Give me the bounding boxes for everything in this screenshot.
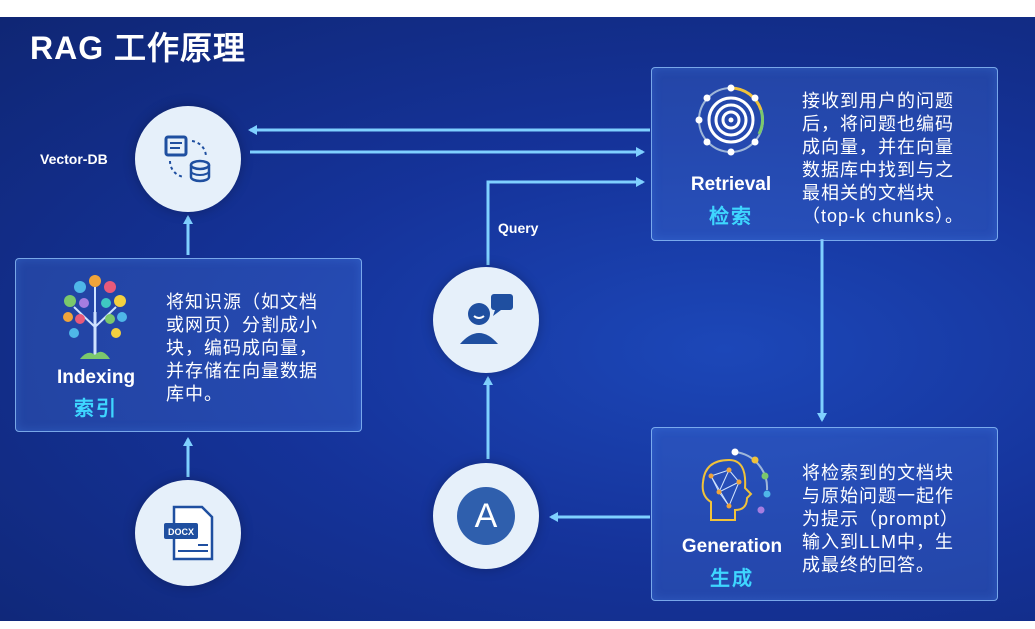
retrieval-description: 接收到用户的问题 后，将问题也编码 成向量，并在向量 数据库中找到与之 最相关的…	[802, 90, 992, 228]
answer-a-icon: A	[457, 487, 515, 545]
indexing-title: Indexing	[56, 367, 136, 388]
ai-brain-icon	[701, 448, 771, 521]
indexing-title-zh: 索引	[74, 398, 118, 420]
vector-db-label: Vector-DB	[40, 151, 108, 167]
answer-node: A	[433, 463, 539, 569]
query-label: Query	[498, 220, 539, 236]
desc-line: 或网页）分割成小	[166, 315, 318, 335]
desc-line: 将知识源（如文档	[166, 292, 318, 312]
database-sync-icon	[164, 135, 211, 183]
arrow-query-to-retrieval	[486, 177, 645, 265]
flow-arrows	[183, 125, 827, 522]
docx-text: DOCX	[168, 527, 194, 537]
desc-line: 成向量，并在向量	[802, 137, 954, 157]
indexing-description: 将知识源（如文档 或网页）分割成小 块，编码成向量， 并存储在向量数据 库中。	[166, 291, 356, 406]
desc-line: 将检索到的文档块	[802, 463, 954, 483]
target-icon	[695, 84, 764, 156]
docx-file-icon: DOCX	[164, 505, 214, 561]
retrieval-title-zh: 检索	[709, 206, 753, 228]
user-chat-icon	[460, 294, 513, 344]
knowledge-tree-icon	[63, 275, 127, 359]
generation-title-zh: 生成	[710, 568, 754, 590]
docx-node: DOCX	[135, 480, 241, 586]
desc-line: 最相关的文档块	[802, 183, 935, 203]
generation-panel: Generation 生成 将检索到的文档块 与原始问题一起作 为提示（prom…	[651, 427, 998, 601]
desc-line: 后，将问题也编码	[802, 114, 954, 134]
retrieval-panel: Retrieval 检索 接收到用户的问题 后，将问题也编码 成向量，并在向量 …	[651, 67, 998, 241]
desc-line: 与原始问题一起作	[802, 486, 954, 506]
desc-line: 成最终的回答。	[802, 555, 935, 575]
vector-db-node	[135, 106, 241, 212]
retrieval-title: Retrieval	[690, 174, 772, 195]
desc-line: 为提示（prompt）	[802, 509, 960, 529]
desc-line: 接收到用户的问题	[802, 91, 954, 111]
indexing-panel: Indexing 索引 将知识源（如文档 或网页）分割成小 块，编码成向量， 并…	[15, 258, 362, 432]
generation-description: 将检索到的文档块 与原始问题一起作 为提示（prompt） 输入到LLM中，生 …	[802, 462, 992, 577]
desc-line: 数据库中找到与之	[802, 160, 954, 180]
user-query-node	[433, 267, 539, 373]
desc-line: 并存储在向量数据	[166, 361, 318, 381]
rag-diagram-slide: RAG 工作原理 Vector-DB	[0, 17, 1035, 621]
desc-line: 块，编码成向量，	[166, 338, 318, 358]
desc-line: （top-k chunks）。	[802, 206, 965, 226]
desc-line: 输入到LLM中，生	[802, 532, 955, 552]
page-title: RAG 工作原理	[30, 30, 247, 66]
desc-line: 库中。	[166, 384, 223, 404]
generation-title: Generation	[681, 536, 783, 557]
